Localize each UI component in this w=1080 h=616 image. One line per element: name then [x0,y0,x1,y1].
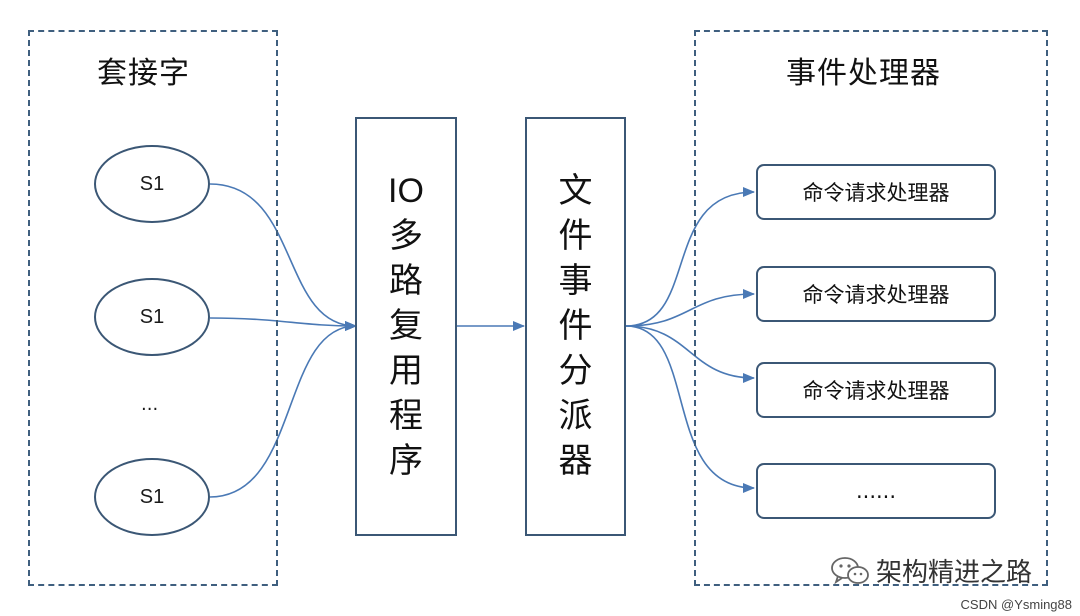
socket-ellipsis: ... [141,394,159,415]
event-handlers-title: 事件处理器 [786,56,941,91]
dispatcher-char: 件 [558,216,593,256]
dispatcher-char: 事 [558,261,593,301]
dispatcher-to-handler-arrow-3 [625,325,755,383]
dispatcher-to-handler-arrow-4 [625,325,755,493]
multiplexer-char: 程 [389,396,423,436]
handler-label: 命令请求处理器 [802,283,950,307]
socket-to-multiplexer-arrow-2 [209,317,357,331]
multiplexer-char: 复 [389,306,423,346]
socket-to-multiplexer-arrow-1 [209,183,357,331]
handler-label: 命令请求处理器 [802,379,950,403]
handler-box: 命令请求处理器 [756,266,996,322]
socket-label: S1 [139,172,165,195]
watermark-text: 架构精进之路 [876,558,1033,588]
multiplexer-char: I [388,172,398,210]
socket-node: S1 [94,145,210,223]
dispatcher-to-handler-arrow-1 [625,187,755,327]
multiplexer-char: 多 [389,216,423,256]
multiplexer-char: 序 [389,441,423,481]
dispatcher-to-handler-arrow-2 [625,289,755,327]
dispatcher-char: 件 [558,306,593,346]
dispatcher-char: 分 [558,351,593,391]
handler-label: ...... [855,479,897,503]
sockets-title: 套接字 [97,56,190,91]
watermark: 架构精进之路 [830,552,1032,589]
multiplexer-char: 用 [389,351,423,391]
socket-label: S1 [139,485,165,508]
handler-box: ...... [756,463,996,519]
socket-label: S1 [139,305,165,328]
multiplexer-char: O [397,172,424,210]
socket-node: S1 [94,278,210,356]
wechat-icon [831,556,869,584]
csdn-credit: CSDN @Ysming88 [960,597,1072,612]
event-handlers-group [694,30,1048,586]
socket-node: S1 [94,458,210,536]
socket-to-multiplexer-arrow-3 [209,321,357,498]
dispatcher-char: 文 [558,171,593,211]
dispatcher-char: 器 [558,441,593,481]
file-event-dispatcher-box: 文 件 事 件 分 派 器 [525,117,626,536]
sockets-group [28,30,278,586]
handler-label: 命令请求处理器 [802,181,950,205]
dispatcher-char: 派 [558,396,593,436]
handler-box: 命令请求处理器 [756,164,996,220]
multiplexer-char: 路 [389,261,423,301]
handler-box: 命令请求处理器 [756,362,996,418]
